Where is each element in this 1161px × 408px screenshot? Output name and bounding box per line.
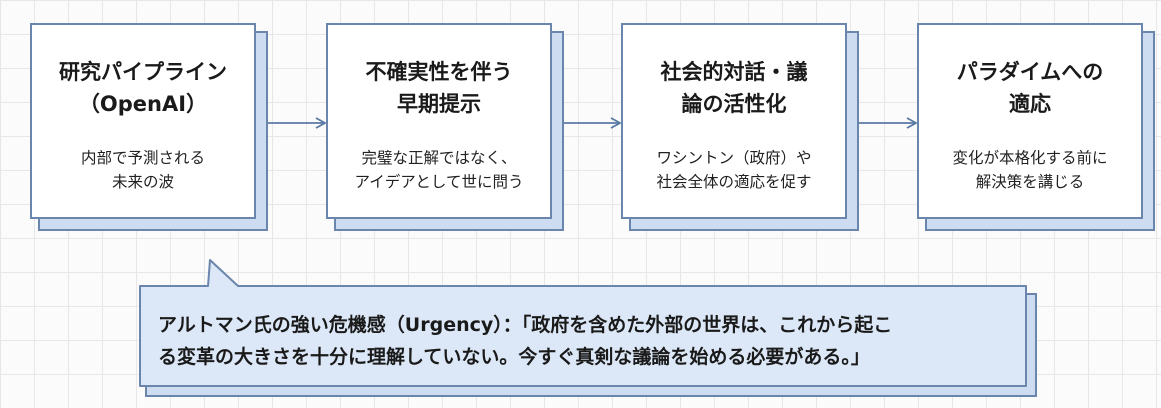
step-box-1-card: 研究パイプライン （OpenAI） 内部で予測される 未来の波 (30, 23, 256, 219)
callout-body (139, 259, 1027, 387)
step-2-title: 不確実性を伴う 早期提示 (365, 60, 513, 116)
step-box-3-card: 社会的対話・議 論の活性化 ワシントン（政府）や 社会全体の適応を促す (621, 23, 847, 219)
callout-line-1: アルトマン氏の強い危機感（Urgency）：「政府を含めた外部の世界は、これから… (158, 314, 893, 336)
callout-bubble (139, 259, 1037, 397)
step-box-4-card: パラダイムへの 適応 変化が本格化する前に 解決策を講じる (917, 23, 1143, 219)
callout-quote: アルトマン氏の強い危機感（Urgency）：「政府を含めた外部の世界は、これから… (158, 309, 1018, 373)
step-box-4: パラダイムへの 適応 変化が本格化する前に 解決策を講じる (917, 23, 1155, 231)
step-box-2-card: 不確実性を伴う 早期提示 完璧な正解ではなく、 アイデアとして世に問う (326, 23, 552, 219)
step-2-description: 完璧な正解ではなく、 アイデアとして世に問う (354, 149, 524, 191)
step-1-description: 内部で予測される 未来の波 (80, 149, 205, 191)
step-4-title: パラダイムへの 適応 (956, 60, 1104, 116)
step-1-title: 研究パイプライン （OpenAI） (59, 60, 227, 116)
callout-line-2: る変革の大きさを十分に理解していない。今すぐ真剣な議論を始める必要がある。」 (158, 346, 870, 368)
step-3-description: ワシントン（政府）や 社会全体の適応を促す (656, 149, 812, 191)
step-3-title: 社会的対話・議 論の活性化 (660, 60, 808, 116)
step-4-description: 変化が本格化する前に 解決策を講じる (952, 149, 1108, 191)
step-box-2: 不確実性を伴う 早期提示 完璧な正解ではなく、 アイデアとして世に問う (326, 23, 564, 231)
step-box-3: 社会的対話・議 論の活性化 ワシントン（政府）や 社会全体の適応を促す (621, 23, 859, 231)
step-box-1: 研究パイプライン （OpenAI） 内部で予測される 未来の波 (30, 23, 268, 231)
